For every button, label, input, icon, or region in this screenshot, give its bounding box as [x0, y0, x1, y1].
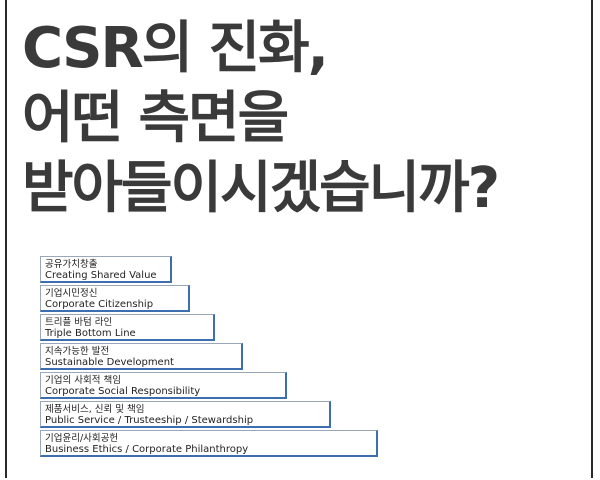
csr-evolution-staircase: 공유가치창출 Creating Shared Value 기업시민정신 Corp… [40, 256, 380, 466]
headline: CSR의 진화, 어떤 측면을 받아들이시겠습니까? [22, 14, 582, 224]
step-sustainable-development: 지속가능한 발전 Sustainable Development [40, 343, 243, 370]
step-label-en: Corporate Social Responsibility [45, 386, 201, 397]
step-business-ethics: 기업윤리/사회공헌 Business Ethics / Corporate Ph… [40, 430, 378, 457]
step-public-service-trusteeship: 제품서비스, 신뢰 및 책임 Public Service / Trustees… [40, 401, 331, 428]
step-label-ko: 트리플 바텀 라인 [45, 317, 113, 328]
step-label-en: Public Service / Trusteeship / Stewardsh… [45, 415, 254, 426]
step-label-ko: 기업의 사회적 책임 [45, 375, 121, 386]
step-label-ko: 지속가능한 발전 [45, 346, 110, 357]
step-label-en: Creating Shared Value [45, 270, 157, 281]
headline-line-1: CSR의 진화, [22, 16, 329, 81]
step-label-ko: 제품서비스, 신뢰 및 책임 [45, 404, 145, 415]
headline-line-2: 어떤 측면을 [22, 86, 289, 151]
step-corporate-citizenship: 기업시민정신 Corporate Citizenship [40, 285, 190, 312]
step-creating-shared-value: 공유가치창출 Creating Shared Value [40, 256, 172, 283]
step-label-en: Corporate Citizenship [45, 299, 154, 310]
step-label-en: Triple Bottom Line [45, 328, 136, 339]
step-label-ko: 기업시민정신 [45, 288, 98, 299]
step-triple-bottom-line: 트리플 바텀 라인 Triple Bottom Line [40, 314, 215, 341]
page-frame [5, 0, 593, 478]
step-label-ko: 기업윤리/사회공헌 [45, 433, 119, 444]
step-corporate-social-responsibility: 기업의 사회적 책임 Corporate Social Responsibili… [40, 372, 287, 399]
headline-line-3: 받아들이시겠습니까? [22, 156, 500, 221]
step-label-ko: 공유가치창출 [45, 259, 98, 270]
step-label-en: Business Ethics / Corporate Philanthropy [45, 444, 249, 455]
step-label-en: Sustainable Development [45, 357, 174, 368]
